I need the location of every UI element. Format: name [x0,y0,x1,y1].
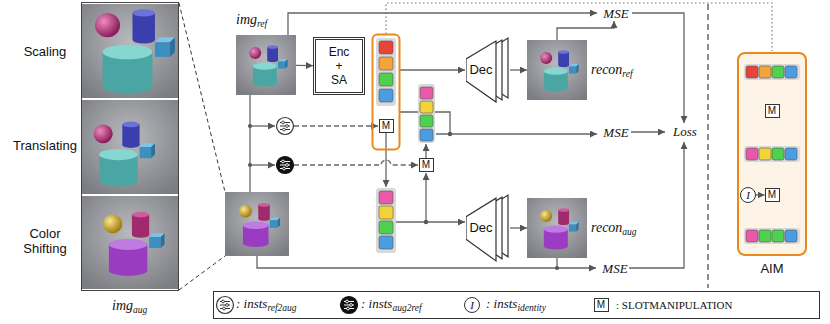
label-text: MSE [599,261,631,276]
label-text: Scaling [10,44,80,59]
identity-circle: I [740,187,756,203]
node-text: identity [517,303,546,313]
legend-box: : instsref2aug: instsaug2ref: instsident… [213,291,820,319]
text-group: Dec [466,192,496,264]
reference-image: imgref [236,35,296,95]
text-group: : instsref2aug [236,297,297,314]
node-text: I [470,299,474,312]
text-group: M [595,299,608,311]
decoder: Dec [466,192,510,264]
manipulation-box: M [594,298,609,312]
node-text: M [768,189,776,201]
node-text: recon [591,62,622,77]
text-group: Dec [466,35,496,105]
label-text: MSE [600,6,632,21]
manipulation-box: M [765,188,780,202]
label-text: Color Shifting [10,226,80,256]
label-text: MSE [600,125,632,140]
node-text: : insts [236,296,267,311]
node-text: Dec [469,63,492,78]
node-text: ref [622,69,632,79]
node-text: AIM [760,262,783,277]
node-text: ref2aug [267,303,296,313]
node-text: aug [133,305,147,315]
node-text: aug2ref [392,303,421,313]
reconstruction-image: reconaug [527,198,587,258]
text-group: : instsaug2ref [361,297,422,314]
manipulation-box: M [765,104,780,118]
connector [510,227,527,228]
node-text: M [382,120,390,132]
text-group: I [465,298,479,312]
connector [756,194,765,195]
text-group: M [766,189,779,201]
connector [296,65,313,67]
reconstruction-image: reconref [527,40,587,100]
encoder-box: Enc + SA [313,37,365,95]
node-text: I [746,189,750,202]
node-text: M [422,159,430,171]
connector [510,69,527,70]
node-text: : SLOTMANIPULATION [616,299,732,311]
text-group: reconaug [591,220,637,238]
text-group: reconref [591,62,633,80]
node-text: M [597,299,605,311]
node-text: img [112,298,133,313]
text-group: imgaug [112,298,147,316]
node-text: img [236,12,257,27]
manipulation-box: M [419,158,434,172]
node-text: ref [257,19,267,29]
text-group: M [380,120,393,132]
node-text: M [768,105,776,117]
text-group: : instsidentity [486,297,546,314]
text-group: M [420,159,433,171]
node-text: aug [622,227,636,237]
text-group: M [766,105,779,117]
node-text: Enc + SA [327,45,351,87]
text-group: Enc + SA [316,40,362,92]
node-text: : insts [361,296,392,311]
node-text: recon [591,220,622,235]
decoder: Dec [466,35,510,105]
text-group: : SLOTMANIPULATION [616,299,732,312]
identity-circle: I [464,297,480,313]
aim-panel: AIMMIM [737,52,807,256]
label-text: Translating [10,138,80,153]
text-group: I [741,188,755,202]
manipulation-box: M [379,119,394,133]
augmentation-panel: imgaug [81,2,179,291]
node-text: Dec [469,221,492,236]
text-group: AIM [737,260,807,278]
label-text: Loss [667,124,703,139]
node-text: : insts [486,296,517,311]
text-group: imgref [236,12,267,30]
